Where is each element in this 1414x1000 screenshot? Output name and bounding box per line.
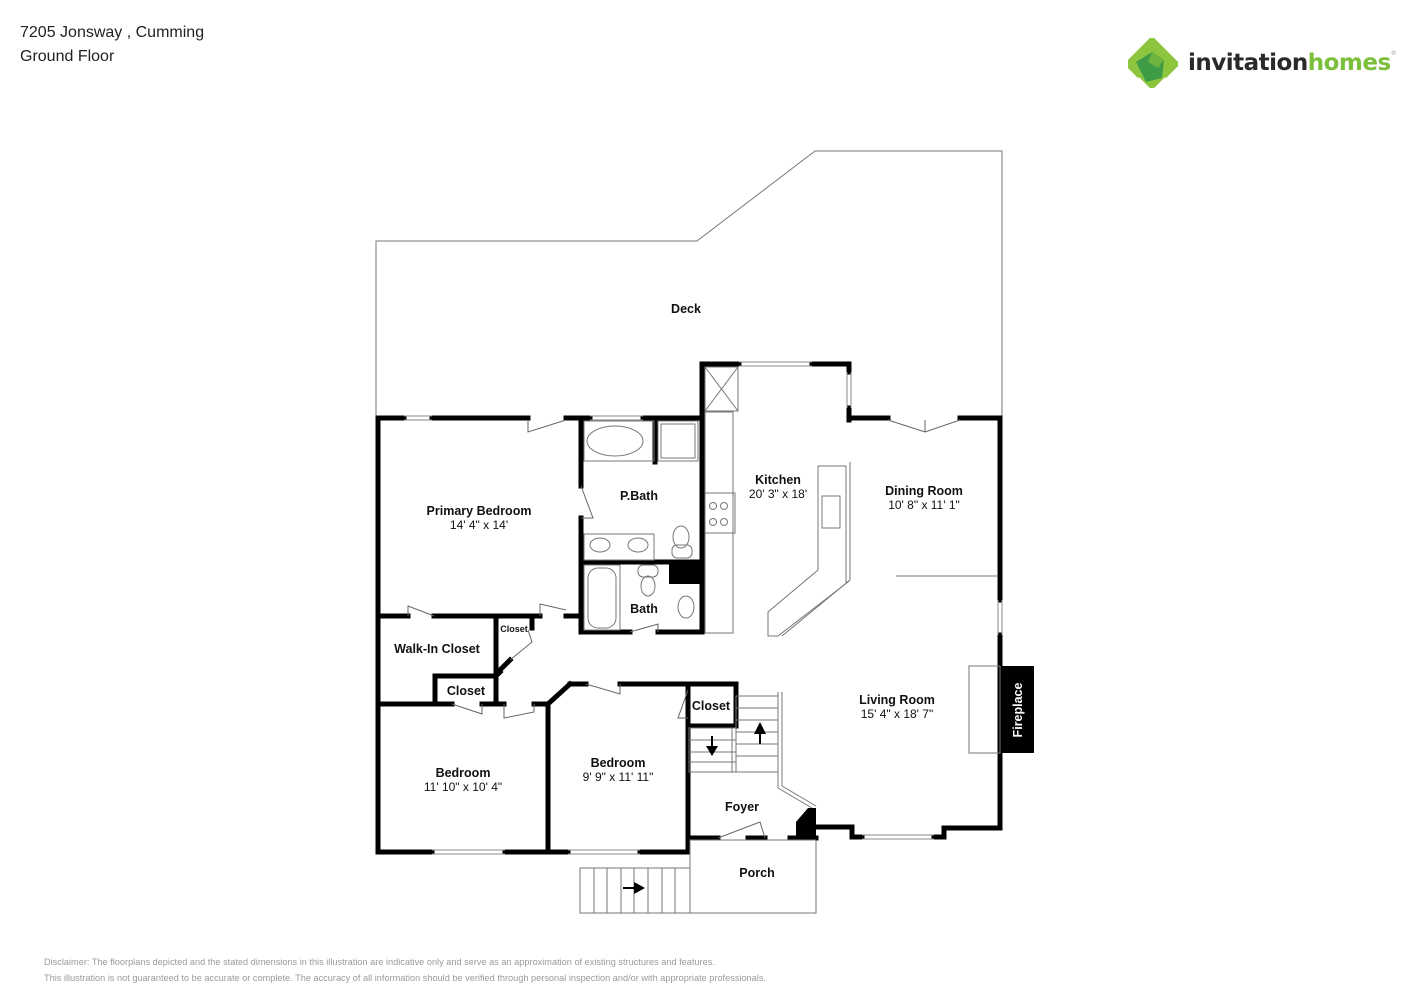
room-dims-primary-bedroom: 14' 4" x 14' xyxy=(450,518,508,532)
fireplace-label: Fireplace xyxy=(1011,683,1025,738)
room-dims-bedroom-2: 9' 9" x 11' 11" xyxy=(583,770,654,784)
room-label-living-room: Living Room xyxy=(859,693,935,707)
room-label-pbath: P.Bath xyxy=(620,489,658,503)
room-dims-bedroom-1: 11' 10" x 10' 4" xyxy=(424,780,502,794)
room-label-walk-in-closet: Walk-In Closet xyxy=(394,642,480,656)
room-label-closet-foyer: Closet xyxy=(692,699,731,713)
room-label-bedroom-2: Bedroom xyxy=(591,756,646,770)
brand-wordmark: invitationhomes® xyxy=(1188,50,1397,76)
room-label-porch: Porch xyxy=(739,866,774,880)
doors xyxy=(407,419,961,839)
floor-name: Ground Floor xyxy=(20,48,115,65)
deck-outline xyxy=(375,150,1003,418)
room-label-kitchen: Kitchen xyxy=(755,473,801,487)
room-label-bedroom-1: Bedroom xyxy=(436,766,491,780)
room-dims-dining-room: 10' 8" x 11' 1" xyxy=(888,498,960,512)
fixtures xyxy=(579,366,998,914)
brand-mark-icon xyxy=(1128,38,1178,88)
room-label-primary-bedroom: Primary Bedroom xyxy=(427,504,532,518)
property-address: 7205 Jonsway , Cumming xyxy=(20,24,205,41)
disclaimer-line-1: Disclaimer: The floorplans depicted and … xyxy=(44,957,715,967)
room-label-deck: Deck xyxy=(671,302,701,316)
room-label-foyer: Foyer xyxy=(725,800,759,814)
stair-arrows xyxy=(623,722,766,894)
room-label-dining-room: Dining Room xyxy=(885,484,963,498)
room-label-closet-hall: Closet xyxy=(447,684,486,698)
room-dims-living-room: 15' 4" x 18' 7" xyxy=(861,707,933,721)
brand-logo: invitationhomes® xyxy=(1128,38,1397,88)
header: 7205 Jonsway , Cumming Ground Floor xyxy=(20,21,204,69)
windows xyxy=(404,361,1003,855)
fireplace-block xyxy=(1000,666,1034,753)
walls xyxy=(375,361,1003,855)
disclaimer-line-2: This illustration is not guaranteed to b… xyxy=(44,973,766,983)
room-label-bath: Bath xyxy=(630,602,658,616)
room-dims-kitchen: 20' 3" x 18' xyxy=(749,487,807,501)
room-label-closet-small: Closet xyxy=(500,624,528,634)
disclaimer: Disclaimer: The floorplans depicted and … xyxy=(44,954,766,986)
room-labels: Deck Primary Bedroom 14' 4" x 14' P.Bath… xyxy=(394,302,963,880)
hearth xyxy=(968,665,1001,754)
